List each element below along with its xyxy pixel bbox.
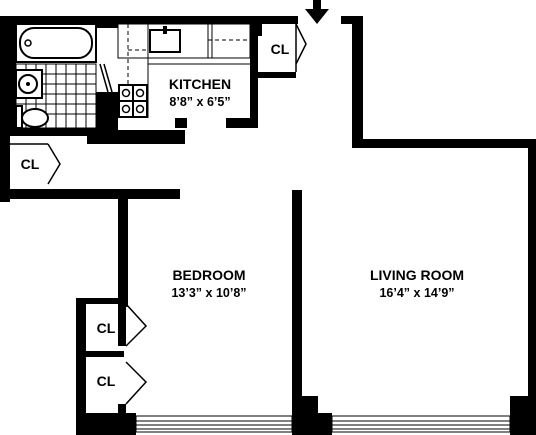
windows xyxy=(135,415,511,433)
closet-hall-label: CL xyxy=(21,156,40,172)
wall-kitchen-bottom-right xyxy=(226,118,258,128)
kitchen: KITCHEN 8’8” x 6’5” xyxy=(117,23,251,118)
wall-bottom-left xyxy=(76,413,136,435)
wall-closet-divider xyxy=(86,351,124,357)
closet-kitchen: CL xyxy=(271,23,307,72)
closet-bedroom-2: CL xyxy=(97,361,148,405)
kitchen-sink-icon xyxy=(149,26,181,53)
wall-bedroom-left-upper xyxy=(118,199,128,307)
living-room-dimensions: 16’4” x 14’9” xyxy=(379,286,454,300)
closet-hall: CL xyxy=(10,143,61,185)
wall-hall-closet-left xyxy=(0,140,10,192)
wall-bottom-mid xyxy=(292,413,332,435)
wall-kitchen-bottom-left xyxy=(87,130,185,144)
kitchen-name: KITCHEN xyxy=(169,76,231,92)
window-living xyxy=(331,415,511,433)
closet-kitchen-label: CL xyxy=(271,41,290,57)
living-room-name: LIVING ROOM xyxy=(370,267,464,283)
entry-arrow-icon xyxy=(305,0,329,24)
window-bedroom xyxy=(135,415,293,433)
wall-bedroom-living xyxy=(292,190,302,435)
bedroom: BEDROOM 13’3” x 10’8” xyxy=(171,267,246,300)
bedroom-name: BEDROOM xyxy=(172,267,245,283)
wall-bath-top-right xyxy=(96,16,118,28)
wall-left-upper xyxy=(0,16,10,202)
kitchen-dimensions: 8’8” x 6’5” xyxy=(169,95,230,109)
pillar-living-left xyxy=(298,396,318,416)
wall-hall-bottom xyxy=(0,189,180,199)
bathtub-icon xyxy=(15,23,97,63)
wall-closet-top-bedroom xyxy=(76,298,128,304)
toilet-icon xyxy=(15,105,49,129)
wall-bath-kitchen xyxy=(96,92,118,136)
wall-kitchen-right xyxy=(250,16,258,126)
wall-kitchen-stub xyxy=(175,118,187,128)
stove-icon xyxy=(118,84,148,118)
living-room: LIVING ROOM 16’4” x 14’9” xyxy=(370,267,464,300)
wall-right-top xyxy=(352,139,536,148)
closet-bedroom-1: CL xyxy=(97,303,148,347)
wall-bath-bottom xyxy=(10,128,118,136)
bedroom-dimensions: 13’3” x 10’8” xyxy=(171,286,246,300)
wall-closet-top xyxy=(254,16,262,36)
wall-closet-bottom xyxy=(258,72,296,78)
pillar-living-right xyxy=(510,396,536,435)
walls xyxy=(0,16,536,435)
kitchen-cabinet-dashes xyxy=(127,24,250,84)
bathroom-door xyxy=(99,63,113,93)
sink-icon xyxy=(15,69,43,99)
closet-bedroom-1-label: CL xyxy=(97,320,116,336)
bathroom xyxy=(15,23,113,129)
wall-closet-outer xyxy=(76,298,86,435)
wall-closet-inner-1 xyxy=(118,298,126,346)
closet-bedroom-2-label: CL xyxy=(97,373,116,389)
wall-top xyxy=(0,16,298,24)
wall-right-step xyxy=(352,16,363,147)
wall-bath-left xyxy=(10,16,16,136)
wall-right-outer xyxy=(528,139,536,435)
